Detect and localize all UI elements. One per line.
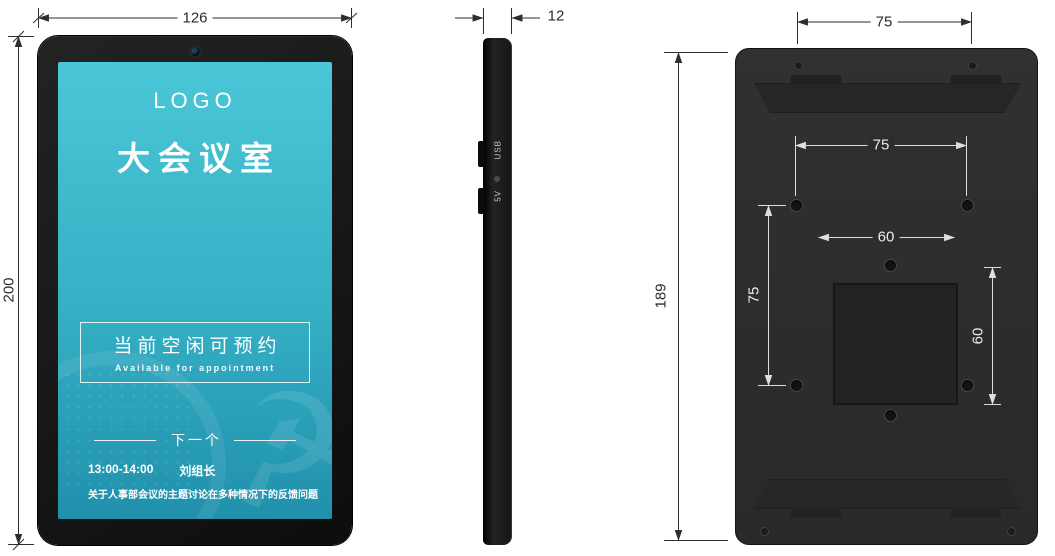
dim-front-width: 126 <box>177 9 213 27</box>
side-screw <box>494 176 500 182</box>
dim-back-height: 189 <box>652 283 670 309</box>
dim-back-top-holes: 75 <box>870 13 898 31</box>
dim-front-height: 200 <box>0 277 18 303</box>
mount-hole-bottom-right <box>961 379 974 392</box>
mount-hole-bottom-left <box>790 379 803 392</box>
bracket-tab <box>951 75 1001 84</box>
dim-vesa-horizontal: 60 <box>872 228 900 246</box>
power-port <box>478 188 484 214</box>
side-view-device: USB 5V <box>478 38 512 545</box>
meeting-topic: 关于人事部会议的主题讨论在多种情况下的反馈问题 <box>88 490 318 501</box>
divider-line <box>234 439 296 441</box>
room-name: 大会议室 <box>117 140 281 177</box>
bottom-screw-right <box>1007 527 1016 536</box>
logo-text: LOGO <box>153 88 237 113</box>
bracket-tab <box>791 75 841 84</box>
watermark-dots <box>62 369 192 489</box>
bracket-tab <box>791 508 841 517</box>
next-label: 下一个 <box>171 432 222 448</box>
meeting-host: 刘组长 <box>179 464 216 478</box>
top-screw-left <box>794 61 803 70</box>
mount-hole-top-right <box>961 199 974 212</box>
mount-hole-top-left <box>790 199 803 212</box>
next-meeting-row: 13:00-14:00 刘组长 <box>88 462 316 479</box>
back-top-rail <box>754 83 1021 113</box>
status-box: 当前空闲可预约 Available for appointment <box>80 322 310 383</box>
dim-mount-horizontal: 75 <box>867 136 895 154</box>
meeting-time: 13:00-14:00 <box>88 462 154 476</box>
dim-side-depth: 12 <box>547 7 565 25</box>
power-port-label: 5V <box>493 190 502 202</box>
center-hole-bottom <box>884 409 897 422</box>
front-camera-icon <box>190 47 200 56</box>
usb-port-label: USB <box>493 140 502 160</box>
front-screen: ☭ LOGO 大会议室 当前空闲可预约 Available for appoin… <box>58 62 332 519</box>
dim-mount-vertical: 75 <box>745 286 763 304</box>
top-screw-right <box>968 61 977 70</box>
center-hole-top <box>884 259 897 272</box>
back-bottom-rail <box>754 479 1021 509</box>
back-view-device <box>735 48 1038 545</box>
vesa-plate <box>833 283 958 405</box>
front-view-device: ☭ LOGO 大会议室 当前空闲可预约 Available for appoin… <box>38 36 352 545</box>
usb-port <box>478 141 484 167</box>
next-divider: 下一个 <box>58 430 332 450</box>
bottom-screw-left <box>760 527 769 536</box>
bracket-tab <box>951 508 1001 517</box>
status-text-en: Available for appointment <box>114 363 276 373</box>
divider-line <box>94 439 156 441</box>
dim-vesa-vertical: 60 <box>969 327 987 345</box>
status-text-cn: 当前空闲可预约 <box>113 336 282 357</box>
